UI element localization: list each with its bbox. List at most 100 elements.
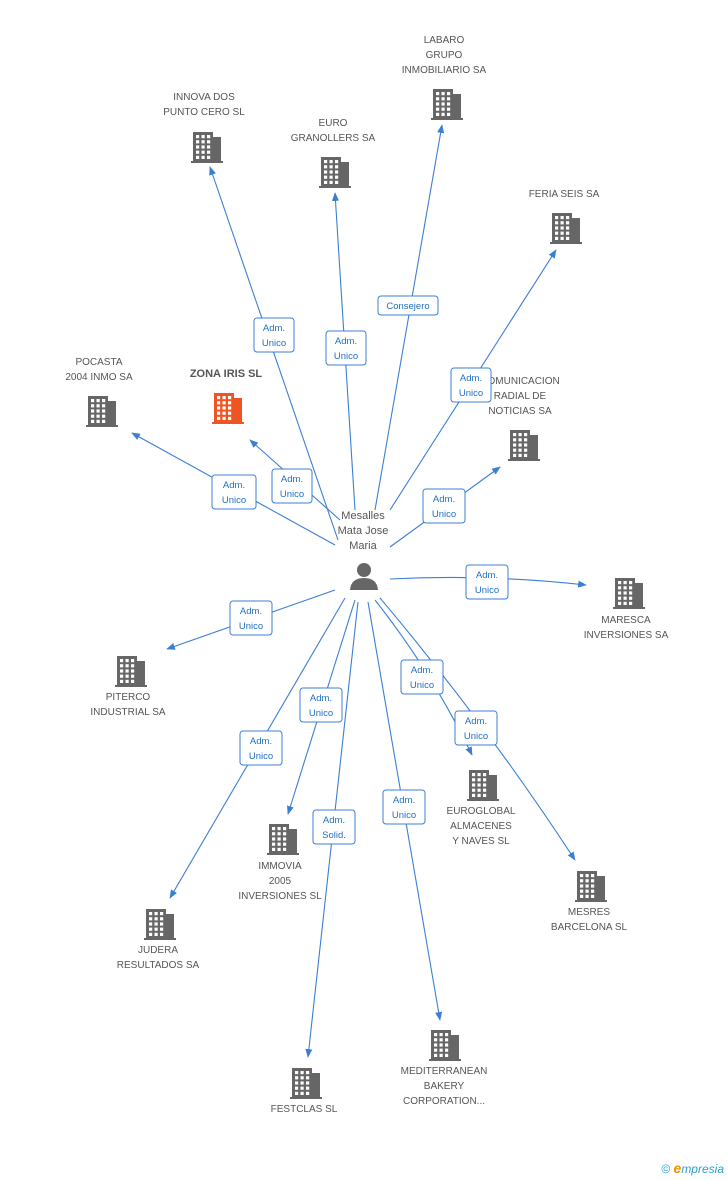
role-label-zona[interactable]: Adm.Unico bbox=[271, 468, 313, 504]
company-name[interactable]: MARESCA bbox=[601, 615, 651, 626]
role-text: Adm. bbox=[223, 480, 245, 491]
role-text: Unico bbox=[239, 621, 263, 632]
company-name[interactable]: Y NAVES SL bbox=[452, 836, 510, 847]
company-name[interactable]: JUDERA bbox=[138, 945, 178, 956]
role-label-feria[interactable]: Adm.Unico bbox=[450, 367, 492, 403]
company-name[interactable]: EUROGLOBAL bbox=[447, 806, 516, 817]
role-label-festclas[interactable]: Adm.Solid. bbox=[312, 809, 356, 845]
company-name[interactable]: RADIAL DE bbox=[494, 391, 547, 402]
building-icon[interactable] bbox=[431, 89, 463, 120]
building-icon[interactable] bbox=[191, 132, 223, 163]
brand-initial: e bbox=[673, 1160, 682, 1176]
company-node-labaro[interactable]: LABARO GRUPO INMOBILIARIO SA bbox=[402, 35, 487, 120]
company-name[interactable]: INVERSIONES SL bbox=[238, 891, 322, 902]
company-name[interactable]: MEDITERRANEAN bbox=[401, 1066, 488, 1077]
building-icon[interactable] bbox=[508, 430, 540, 461]
company-name[interactable]: COMUNICACION bbox=[480, 376, 559, 387]
company-name[interactable]: RESULTADOS SA bbox=[117, 960, 200, 971]
role-text: Unico bbox=[410, 680, 434, 691]
company-name[interactable]: INVERSIONES SA bbox=[584, 630, 669, 641]
role-text: Adm. bbox=[335, 336, 357, 347]
role-text: Unico bbox=[280, 489, 304, 500]
company-node-pocasta[interactable]: POCASTA 2004 INMO SA bbox=[65, 357, 133, 427]
company-node-maresca[interactable]: MARESCA INVERSIONES SA bbox=[584, 578, 669, 641]
company-node-piterco[interactable]: PITERCO INDUSTRIAL SA bbox=[90, 656, 166, 718]
company-name[interactable]: 2005 bbox=[269, 876, 292, 887]
role-label-euro[interactable]: Adm. Unico bbox=[325, 330, 367, 366]
company-name[interactable]: LABARO bbox=[424, 35, 465, 46]
company-name[interactable]: EURO bbox=[319, 118, 348, 129]
building-icon[interactable] bbox=[575, 871, 607, 902]
company-name[interactable]: PITERCO bbox=[106, 692, 151, 703]
company-name[interactable]: MESRES bbox=[568, 907, 611, 918]
role-label-piterco[interactable]: Adm.Unico bbox=[229, 600, 273, 636]
company-name[interactable]: FESTCLAS SL bbox=[271, 1104, 338, 1115]
role-label-labaro[interactable]: Consejero bbox=[377, 295, 439, 316]
building-icon[interactable] bbox=[267, 824, 299, 855]
company-name[interactable]: BAKERY bbox=[424, 1081, 465, 1092]
person-icon[interactable] bbox=[350, 563, 378, 590]
building-icon[interactable] bbox=[613, 578, 645, 609]
company-name[interactable]: CORPORATION... bbox=[403, 1096, 485, 1107]
role-text: Unico bbox=[249, 751, 273, 762]
role-text: Adm. bbox=[323, 815, 345, 826]
role-label-immovia[interactable]: Adm.Unico bbox=[299, 687, 343, 723]
building-icon[interactable] bbox=[86, 396, 118, 427]
company-node-comunicacion[interactable]: COMUNICACION RADIAL DE NOTICIAS SA bbox=[480, 376, 560, 461]
company-node-feria[interactable]: FERIA SEIS SA bbox=[529, 189, 600, 244]
building-icon[interactable] bbox=[144, 909, 176, 940]
building-icon[interactable] bbox=[467, 770, 499, 801]
company-name[interactable]: INDUSTRIAL SA bbox=[90, 707, 166, 718]
company-node-euro[interactable]: EURO GRANOLLERS SA bbox=[291, 118, 376, 188]
company-name[interactable]: ZONA IRIS SL bbox=[190, 368, 263, 380]
role-text: Unico bbox=[392, 810, 416, 821]
role-label-pocasta[interactable]: Adm.Unico bbox=[211, 474, 257, 510]
role-label-judera[interactable]: Adm.Unico bbox=[239, 730, 283, 766]
company-name[interactable]: INMOBILIARIO SA bbox=[402, 65, 487, 76]
role-label-maresca[interactable]: Adm.Unico bbox=[465, 564, 509, 600]
role-text: Consejero bbox=[386, 301, 429, 312]
role-label-innova[interactable]: Adm.Unico bbox=[253, 317, 295, 353]
role-text: Adm. bbox=[433, 494, 455, 505]
building-icon[interactable] bbox=[115, 656, 147, 687]
company-name[interactable]: BARCELONA SL bbox=[551, 922, 628, 933]
role-label-euroglobal[interactable]: Adm.Unico bbox=[400, 659, 444, 695]
role-label-comunicacion[interactable]: Adm.Unico bbox=[422, 488, 466, 524]
company-name[interactable]: 2004 INMO SA bbox=[65, 372, 133, 383]
company-name[interactable]: NOTICIAS SA bbox=[488, 406, 552, 417]
company-name[interactable]: GRANOLLERS SA bbox=[291, 133, 376, 144]
company-node-zona[interactable]: ZONA IRIS SL bbox=[190, 368, 263, 424]
company-node-festclas[interactable]: FESTCLAS SL bbox=[271, 1068, 338, 1115]
company-name[interactable]: IMMOVIA bbox=[258, 861, 302, 872]
person-name[interactable]: Maria bbox=[349, 540, 377, 552]
role-text: Unico bbox=[334, 351, 358, 362]
role-text: Adm. bbox=[465, 716, 487, 727]
company-name[interactable]: POCASTA bbox=[75, 357, 122, 368]
company-node-innova[interactable]: INNOVA DOS PUNTO CERO SL bbox=[163, 92, 245, 163]
company-node-mesres[interactable]: MESRES BARCELONA SL bbox=[551, 871, 628, 933]
company-node-judera[interactable]: JUDERA RESULTADOS SA bbox=[117, 909, 200, 971]
person-name[interactable]: Mesalles bbox=[341, 510, 385, 522]
role-text: Adm. bbox=[393, 795, 415, 806]
building-icon[interactable] bbox=[319, 157, 351, 188]
building-icon[interactable] bbox=[550, 213, 582, 244]
role-text: Adm. bbox=[263, 323, 285, 334]
building-icon[interactable] bbox=[429, 1030, 461, 1061]
company-name[interactable]: FERIA SEIS SA bbox=[529, 189, 600, 200]
company-name[interactable]: PUNTO CERO SL bbox=[163, 107, 245, 118]
person-name[interactable]: Mata Jose bbox=[338, 525, 389, 537]
role-label-mesres[interactable]: Adm.Unico bbox=[454, 710, 498, 746]
company-name[interactable]: INNOVA DOS bbox=[173, 92, 235, 103]
role-label-mediterranean[interactable]: Adm. Unico bbox=[382, 789, 426, 825]
role-text: Adm. bbox=[460, 373, 482, 384]
company-name[interactable]: ALMACENES bbox=[450, 821, 512, 832]
copyright-icon: © bbox=[661, 1162, 671, 1176]
company-node-mediterranean[interactable]: MEDITERRANEAN BAKERY CORPORATION... bbox=[401, 1030, 488, 1107]
company-name[interactable]: GRUPO bbox=[426, 50, 463, 61]
company-node-euroglobal[interactable]: EUROGLOBAL ALMACENES Y NAVES SL bbox=[447, 770, 516, 847]
building-icon[interactable] bbox=[212, 393, 244, 424]
building-icon[interactable] bbox=[290, 1068, 322, 1099]
